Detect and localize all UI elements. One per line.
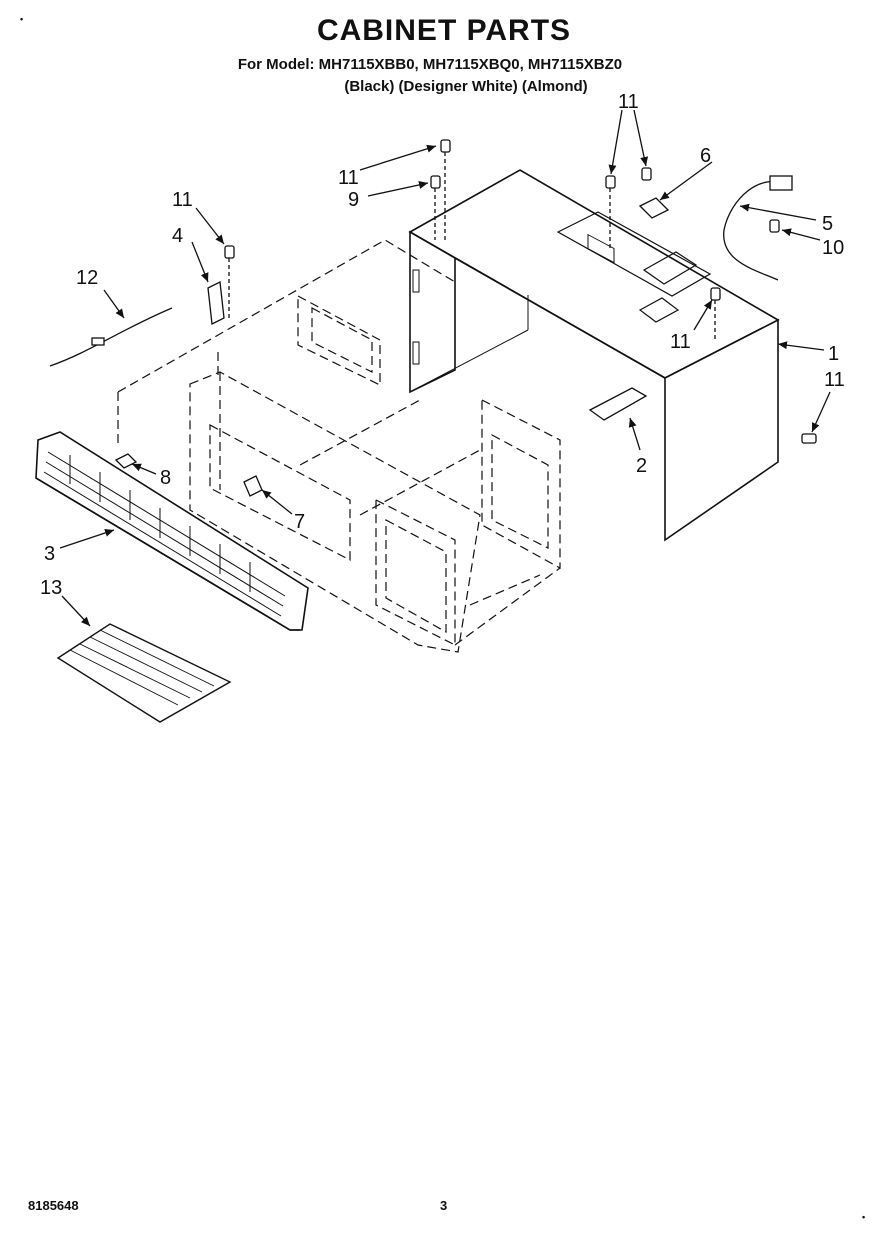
- corner-mark: •: [862, 1212, 866, 1222]
- document-number: 8185648: [28, 1198, 79, 1213]
- front-grille: [35, 431, 309, 631]
- callout-6: 6: [700, 145, 711, 167]
- leader-lines: [59, 109, 831, 627]
- outer-cabinet: [408, 169, 780, 542]
- corner-mark: •: [20, 14, 24, 24]
- grease-filter: [56, 623, 232, 723]
- callout-11-mid: 11: [670, 331, 691, 353]
- callout-4: 4: [172, 225, 183, 247]
- callout-2: 2: [636, 455, 647, 477]
- callout-1: 1: [828, 343, 839, 365]
- cavity-outline: [117, 239, 561, 653]
- callout-12: 12: [76, 267, 98, 289]
- callout-11-left: 11: [172, 189, 193, 211]
- callout-11-top-right: 11: [618, 91, 639, 113]
- callout-11-right: 11: [824, 369, 845, 391]
- small-parts: [49, 139, 817, 497]
- callout-3: 3: [44, 543, 55, 565]
- callout-7: 7: [294, 511, 305, 533]
- callout-10: 10: [822, 237, 844, 259]
- callout-11-top-left: 11: [338, 167, 359, 189]
- callout-13: 13: [40, 577, 62, 599]
- callout-8: 8: [160, 467, 171, 489]
- page-number: 3: [440, 1198, 448, 1213]
- model-list: For Model: MH7115XBB0, MH7115XBQ0, MH711…: [237, 56, 623, 73]
- color-list: (Black) (Designer White) (Almond): [344, 78, 588, 95]
- page-title: CABINET PARTS: [316, 14, 572, 47]
- callout-5: 5: [822, 213, 833, 235]
- callout-9: 9: [348, 189, 359, 211]
